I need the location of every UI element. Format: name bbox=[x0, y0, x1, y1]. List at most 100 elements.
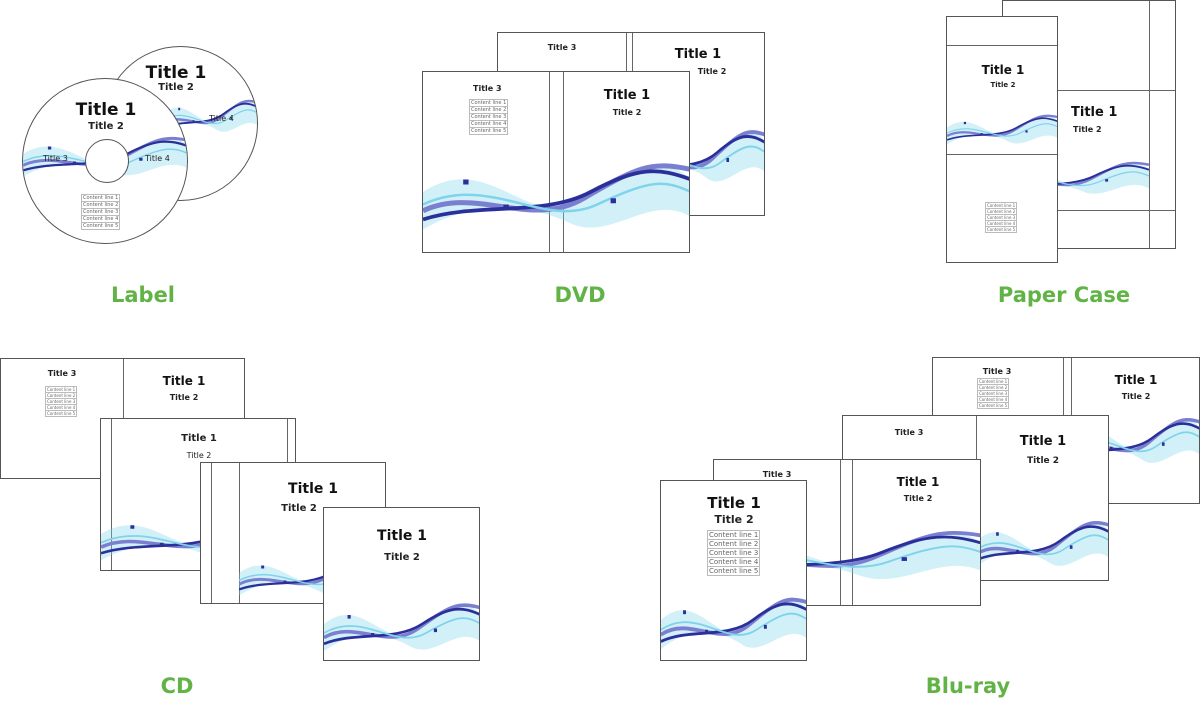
content-line: Content line 4 bbox=[469, 120, 509, 128]
content-line: Content line 3 bbox=[81, 208, 121, 216]
bluray-title-3: Title 3 bbox=[894, 428, 924, 437]
sparkle-dot bbox=[283, 580, 287, 584]
caption-bluray: Blu-ray bbox=[925, 674, 1011, 698]
dvd-title-2: Title 2 bbox=[697, 67, 727, 76]
wave-graphic bbox=[975, 506, 1108, 576]
cd-title-1: Title 1 bbox=[377, 528, 427, 544]
paper-case-title-2: Title 2 bbox=[990, 81, 1016, 89]
wave-stroke bbox=[1071, 418, 1199, 465]
wave-stroke bbox=[976, 521, 1108, 568]
sparkle-dot bbox=[192, 120, 195, 123]
sparkle-dot bbox=[159, 542, 164, 547]
sparkle-dot bbox=[996, 532, 999, 536]
content-line: Content line 5 bbox=[985, 226, 1018, 233]
bluray-title-2: Title 2 bbox=[1121, 392, 1151, 401]
wave-stroke bbox=[423, 163, 689, 213]
disc-title-4: Title 4 bbox=[145, 154, 170, 163]
wave-stroke bbox=[324, 607, 479, 646]
bluray-title-2: Title 2 bbox=[903, 494, 933, 503]
content-line: Content line 2 bbox=[977, 384, 1010, 391]
wave-stroke bbox=[163, 99, 257, 125]
sparkle-dot bbox=[726, 158, 730, 162]
wave-graphic bbox=[163, 89, 257, 139]
wave-stroke bbox=[324, 603, 479, 640]
bluray-title-1: Title 1 bbox=[707, 494, 761, 512]
content-line: Content line 4 bbox=[81, 215, 121, 223]
bluray-title-1: Title 1 bbox=[896, 475, 940, 489]
wave-stroke bbox=[163, 102, 257, 129]
cd-title-2: Title 2 bbox=[186, 451, 212, 460]
wave-stroke bbox=[975, 521, 1108, 556]
sparkle-dot bbox=[1110, 446, 1113, 451]
content-line: Content line 1 bbox=[45, 386, 78, 393]
content-line: Content line 4 bbox=[45, 404, 78, 411]
wave-graphic bbox=[947, 105, 1057, 150]
sparkle-dot bbox=[610, 198, 616, 204]
content-line: Content line 1 bbox=[81, 194, 121, 202]
wave-stroke bbox=[714, 531, 980, 581]
content-line: Content line 3 bbox=[977, 390, 1010, 397]
wave-stroke bbox=[947, 123, 1057, 137]
paper-case-title-2: Title 2 bbox=[1073, 125, 1102, 134]
paper-case-title-1: Title 1 bbox=[981, 63, 1025, 77]
cd-title-2: Title 2 bbox=[384, 552, 420, 563]
disc-title-3: Title 3 bbox=[43, 154, 68, 163]
content-line: Content line 1 bbox=[707, 530, 761, 540]
cd-title-1: Title 1 bbox=[162, 374, 206, 388]
content-line: Content line 3 bbox=[707, 548, 761, 558]
cd-title-2: Title 2 bbox=[281, 503, 317, 514]
content-line: Content line 2 bbox=[45, 392, 78, 399]
content-line: Content line 4 bbox=[985, 220, 1018, 227]
sparkle-dot bbox=[47, 146, 52, 150]
disc-hole bbox=[85, 139, 129, 183]
content-line: Content line 5 bbox=[45, 410, 78, 417]
wave-stroke bbox=[324, 617, 479, 639]
content-line: Content line 2 bbox=[707, 539, 761, 549]
caption-label: Label bbox=[110, 283, 176, 307]
wave-graphic bbox=[661, 581, 806, 659]
content-line: Content line 5 bbox=[977, 402, 1010, 409]
content-line: Content line 4 bbox=[977, 396, 1010, 403]
paper-case-title-1: Title 1 bbox=[1071, 105, 1118, 120]
bluray-title-3: Title 3 bbox=[762, 470, 792, 479]
wave-stroke bbox=[163, 109, 257, 125]
disc-title-2: Title 2 bbox=[88, 121, 124, 132]
sparkle-dot bbox=[261, 565, 265, 569]
caption-cd: CD bbox=[160, 674, 194, 698]
disc-title-1: Title 1 bbox=[145, 63, 207, 83]
cd-title-1: Title 1 bbox=[288, 481, 338, 497]
wave-stroke bbox=[975, 525, 1108, 562]
cd-title-2: Title 2 bbox=[169, 393, 199, 402]
content-line: Content line 4 bbox=[707, 557, 761, 567]
sparkle-dot bbox=[178, 107, 181, 111]
wave-stroke bbox=[423, 182, 689, 213]
sparkle-dot bbox=[1016, 549, 1019, 554]
cd-title-1: Title 1 bbox=[181, 433, 217, 444]
cd-cover-front: Title 1 Title 2 bbox=[323, 507, 480, 661]
content-line: Content line 3 bbox=[45, 398, 78, 405]
disc-label-front: Title 1 Title 2 Title 3 Title 4 Content … bbox=[22, 78, 188, 244]
wave-stroke bbox=[661, 612, 806, 636]
sparkle-dot bbox=[433, 628, 438, 633]
content-line: Content line 1 bbox=[985, 202, 1018, 209]
caption-dvd: DVD bbox=[554, 283, 606, 307]
sparkle-dot bbox=[72, 161, 77, 165]
bluray-title-2: Title 2 bbox=[1026, 456, 1060, 466]
wave-stroke bbox=[423, 164, 689, 230]
sparkle-dot bbox=[347, 615, 351, 619]
content-line: Content line 3 bbox=[469, 113, 509, 121]
sparkle-dot bbox=[503, 204, 509, 210]
bluray-title-1: Title 1 bbox=[1114, 373, 1158, 387]
disc-title-2: Title 2 bbox=[158, 82, 194, 93]
sparkle-dot bbox=[963, 121, 967, 125]
sparkle-dot bbox=[980, 133, 983, 136]
wave-stroke bbox=[947, 115, 1057, 145]
sparkle-dot bbox=[139, 157, 143, 161]
wave-stroke bbox=[423, 169, 689, 222]
